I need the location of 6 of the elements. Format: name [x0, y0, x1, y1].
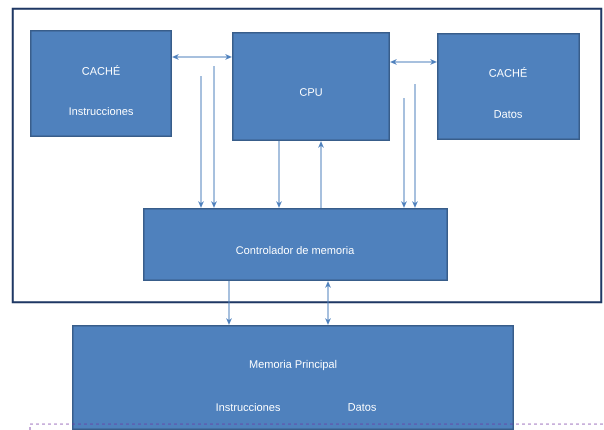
memory-box: Memoria Principal Instrucciones Datos: [72, 325, 514, 430]
outer-frame: [12, 8, 602, 304]
controller-box: Controlador de memoria: [143, 208, 448, 281]
cpu-box: CPU: [232, 32, 390, 141]
cache-box: CACHÉ Instrucciones: [30, 30, 172, 137]
cache-box: CACHÉ Datos: [437, 33, 580, 140]
